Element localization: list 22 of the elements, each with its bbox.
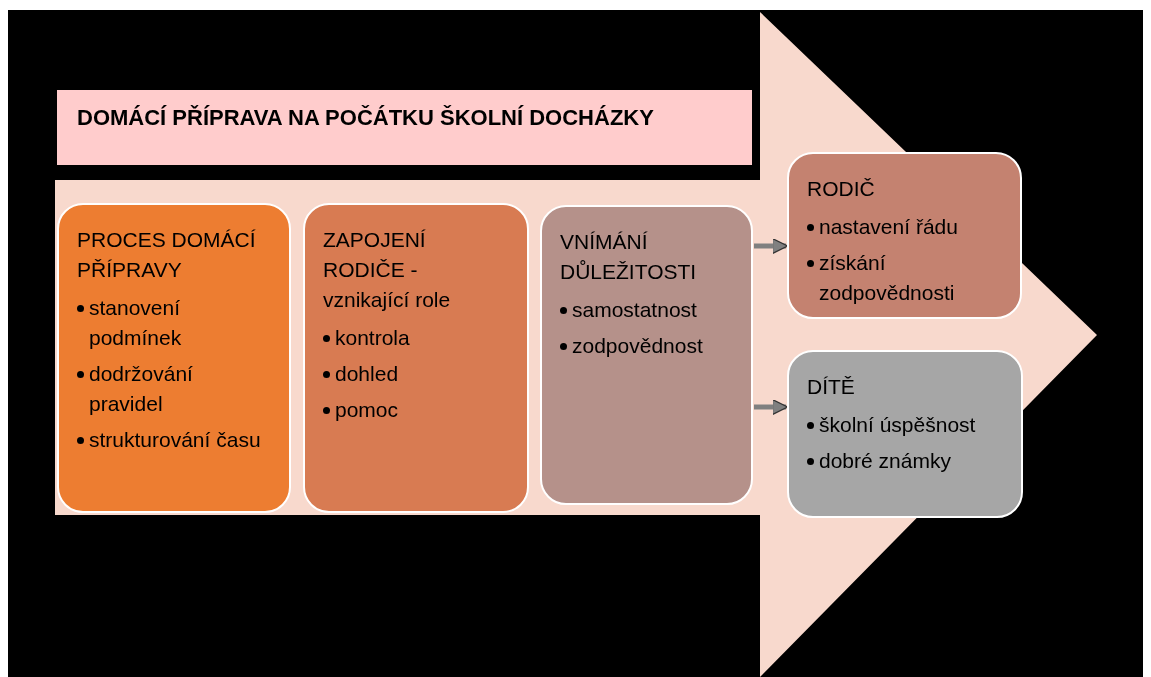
arrow — [754, 398, 789, 416]
bullet-item: získání zodpovědnosti — [807, 248, 996, 308]
box-heading: VNÍMÁNÍ DŮLEŽITOSTI — [560, 229, 698, 285]
box-heading: DÍTĚ — [807, 374, 856, 400]
box-heading: ZAPOJENÍ RODIČE - vznikající role — [323, 227, 452, 313]
box-heading: RODIČ — [807, 176, 876, 202]
bullet-item: strukturování času — [77, 425, 265, 455]
rounded-box — [540, 205, 753, 505]
rounded-box — [787, 152, 1022, 319]
arrow — [754, 237, 789, 255]
bullet-item: dohled — [323, 359, 503, 389]
bullet-item: nastavení řádu — [807, 212, 996, 242]
rounded-box — [303, 203, 529, 513]
rounded-box — [57, 203, 291, 513]
rounded-box — [787, 350, 1023, 518]
bullet-item: školní úspěšnost — [807, 410, 997, 440]
bullet-item: kontrola — [323, 323, 503, 353]
box-heading: PROCES DOMÁCÍ PŘÍPRAVY — [77, 227, 257, 283]
bullet-item: samostatnost — [560, 295, 727, 325]
bullet-item: pomoc — [323, 395, 503, 425]
bullet-item: zodpovědnost — [560, 331, 727, 361]
bullet-item: dobré známky — [807, 446, 997, 476]
